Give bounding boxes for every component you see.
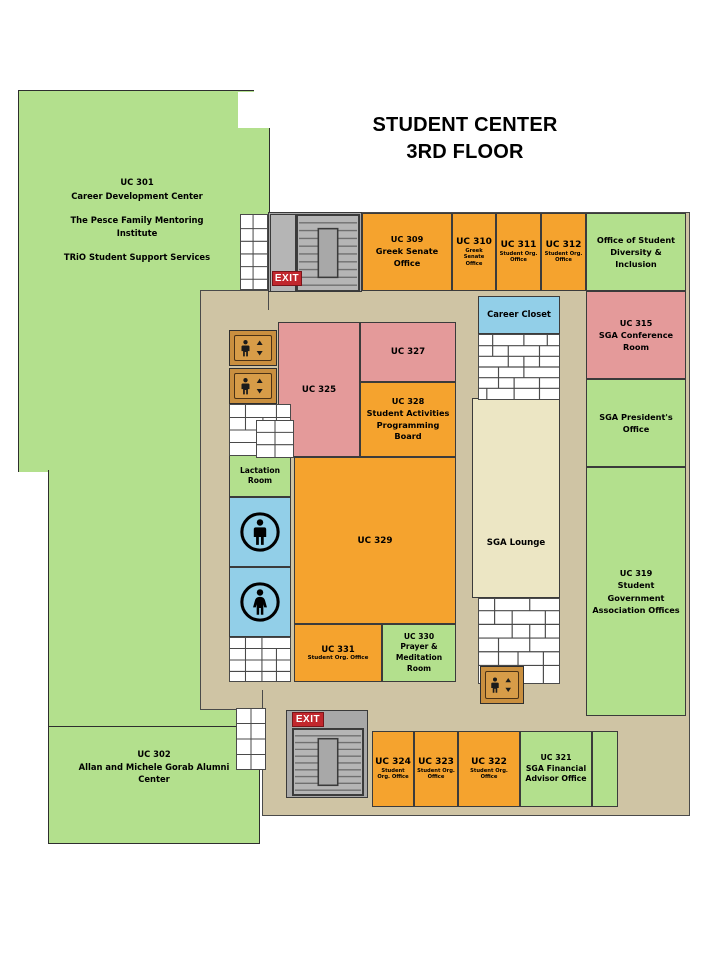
uc323-name: Student Org. Office [417, 767, 455, 781]
uc309-code: UC 309 [390, 234, 424, 245]
uc301-name-1: Career Development Center [71, 190, 203, 201]
elevator-icon [234, 334, 272, 362]
room-sga-lounge[interactable]: SGA Lounge [472, 398, 560, 598]
uc319-name: Student Government Association Offices [592, 580, 680, 615]
exit-label-south: EXIT [295, 714, 321, 725]
uc309-name: Greek Senate Office [375, 246, 439, 268]
page-title: STUDENT CENTER 3RD FLOOR [320, 112, 610, 166]
room-uc321[interactable]: UC 321 SGA Financial Advisor Office [520, 731, 592, 807]
uc301-name-3: TRiO Student Support Services [63, 252, 211, 263]
title-line-1: STUDENT CENTER [372, 114, 558, 136]
uc323-code: UC 323 [418, 757, 454, 768]
left-notch-cut [0, 472, 50, 732]
uc321-name: SGA Financial Advisor Office [525, 763, 587, 784]
elevator-icon [234, 372, 272, 400]
room-uc322[interactable]: UC 322 Student Org. Office [458, 731, 520, 807]
title-line-2: 3RD FLOOR [406, 141, 524, 163]
uc310-code: UC 310 [456, 236, 492, 247]
sga-president-name: SGA President's Office [599, 411, 673, 434]
uc311-code: UC 311 [500, 240, 537, 251]
uc330-code: UC 330 [403, 631, 435, 641]
uc301-name-2: The Pesce Family Mentoring Institute [70, 215, 204, 238]
restroom-women[interactable] [229, 567, 291, 637]
uc331-name: Student Org. Office [307, 654, 369, 661]
room-uc327[interactable]: UC 327 [360, 322, 456, 382]
stairs-north-run [296, 214, 360, 292]
tile-floor-bottom-stair-lobby [236, 708, 266, 770]
room-uc330[interactable]: UC 330 Prayer & Meditation Room [382, 624, 456, 682]
uc302-code: UC 302 [137, 749, 171, 759]
restroom-men[interactable] [229, 497, 291, 567]
uc315-code: UC 315 [619, 317, 653, 328]
exit-sign-south: EXIT [292, 712, 324, 727]
uc321-code: UC 321 [540, 752, 572, 762]
sga-lounge-name: SGA Lounge [486, 537, 546, 548]
room-career-closet[interactable]: Career Closet [478, 296, 560, 334]
career-closet-name: Career Closet [487, 309, 551, 320]
uc312-name: Student Org. Office [544, 250, 583, 264]
room-uc329[interactable]: UC 329 [294, 457, 456, 624]
room-uc311[interactable]: UC 311 Student Org. Office [496, 213, 541, 291]
exit-sign-north: EXIT [272, 271, 302, 286]
uc324-name: Student Org. Office [377, 767, 409, 781]
room-uc328[interactable]: UC 328 Student Activities Programming Bo… [360, 382, 456, 457]
room-uc319[interactable]: UC 319 Student Government Association Of… [586, 467, 686, 716]
tile-floor-restroom-lobby [229, 637, 291, 682]
osdi-name: Office of Student Diversity & Inclusion [596, 234, 676, 270]
elevator-south[interactable] [480, 666, 524, 704]
tile-floor-top-left [240, 214, 268, 290]
uc330-name: Prayer & Meditation Room [395, 642, 443, 673]
room-uc301-label: UC 301 Career Development Center The Pes… [22, 176, 252, 276]
uc322-name: Student Org. Office [470, 767, 508, 781]
room-uc331[interactable]: UC 331 Student Org. Office [294, 624, 382, 682]
tile-floor-elevator-lobby-ext [256, 420, 294, 458]
room-uc301-shape-top [18, 90, 238, 130]
uc310-name: Greek Senate Office [463, 247, 485, 267]
room-lactation[interactable]: Lactation Room [229, 455, 291, 497]
uc328-name: Student Activities Programming Board [366, 407, 450, 442]
elevator-north-upper[interactable] [229, 330, 277, 366]
uc319-code: UC 319 [619, 567, 653, 578]
room-uc323[interactable]: UC 323 Student Org. Office [414, 731, 458, 807]
lactation-name: Lactation Room [239, 465, 281, 485]
uc324-code: UC 324 [375, 757, 411, 768]
room-uc309[interactable]: UC 309 Greek Senate Office [362, 213, 452, 291]
elevator-north-lower[interactable] [229, 368, 277, 404]
uc325-code: UC 325 [301, 384, 337, 395]
uc302-name: Allan and Michele Gorab Alumni Center [78, 761, 230, 785]
uc312-code: UC 312 [545, 240, 582, 251]
uc311-name: Student Org. Office [499, 250, 538, 264]
uc301-step-cover [236, 92, 276, 128]
uc301-code: UC 301 [120, 177, 154, 187]
uc327-code: UC 327 [390, 347, 426, 357]
stairs-south-run [292, 728, 364, 796]
room-sga-presidents-office[interactable]: SGA President's Office [586, 379, 686, 467]
room-office-student-diversity-inclusion[interactable]: Office of Student Diversity & Inclusion [586, 213, 686, 291]
room-uc310[interactable]: UC 310 Greek Senate Office [452, 213, 496, 291]
room-uc324[interactable]: UC 324 Student Org. Office [372, 731, 414, 807]
elevator-icon [484, 671, 520, 699]
uc329-code: UC 329 [357, 535, 393, 546]
room-uc315[interactable]: UC 315 SGA Conference Room [586, 291, 686, 379]
room-uc312[interactable]: UC 312 Student Org. Office [541, 213, 586, 291]
uc315-name: SGA Conference Room [598, 329, 674, 353]
uc328-code: UC 328 [391, 395, 425, 406]
room-uc302-label: UC 302 Allan and Michele Gorab Alumni Ce… [48, 748, 260, 804]
exit-label-north: EXIT [274, 273, 300, 284]
uc322-code: UC 322 [471, 757, 507, 768]
room-uc319-bottom-return [592, 731, 618, 807]
uc331-code: UC 331 [321, 644, 355, 655]
tile-floor-career-closet [478, 334, 560, 400]
